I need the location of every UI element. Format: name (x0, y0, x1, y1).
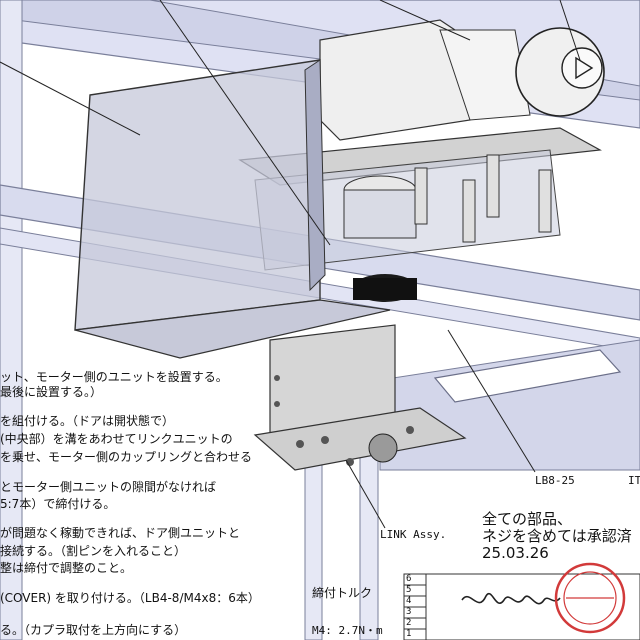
screw-b (274, 401, 280, 407)
bolt-1 (414, 167, 428, 225)
link-base-hole (368, 433, 398, 463)
screw-f (406, 426, 414, 434)
revision-mark: 5 (406, 585, 412, 595)
instruction-line: が問題なく稼動できれば、ドア側ユニットと (0, 526, 241, 540)
link-base-plate (253, 407, 467, 471)
screw-c (321, 436, 329, 444)
screw-e (296, 440, 304, 448)
approval-stamp (554, 562, 626, 634)
approval-note-line2: ネジを含めては承認済 (482, 527, 632, 545)
instruction-line: 接続する。（割ピンを入れること） (0, 544, 187, 558)
revision-mark: 4 (406, 596, 412, 606)
instruction-line: 整は締付で調整のこと。 (0, 561, 133, 575)
signature (461, 592, 561, 605)
leader-line-link (345, 459, 386, 529)
instruction-line: ット、モーター側のユニットを設置する。 (0, 370, 228, 384)
revision-mark: 6 (406, 574, 412, 584)
slot-opening (433, 349, 622, 403)
coupling-black-body (353, 278, 417, 300)
torque-m4: M4: 2.7N・m (312, 624, 383, 637)
instruction-line: を組付ける。（ドアは開状態で） (0, 414, 175, 428)
leader-line-2 (0, 61, 141, 136)
leader-line-1 (159, 0, 331, 246)
leader-line-lb8 (447, 329, 536, 473)
revision-mark: 3 (406, 607, 412, 617)
bolt-3 (486, 154, 500, 218)
motor-cap-inner (561, 47, 603, 89)
screw-a (274, 375, 280, 381)
title-block (403, 573, 640, 640)
instruction-line: (COVER) を取り付ける。（LB4-8/M4x8：6本） (0, 591, 260, 605)
frame-post-center (304, 439, 323, 640)
leader-line-3 (379, 0, 471, 41)
cover-panel-bottom (74, 299, 391, 359)
cover-panel-front (74, 59, 321, 331)
frame-left-post (0, 0, 23, 640)
torque-title: 締付トルク (312, 586, 373, 600)
instruction-line: とモーター側ユニットの隙間がなければ (0, 480, 217, 494)
approval-note-date: 25.03.26 (482, 544, 549, 562)
coupling-body (343, 189, 417, 239)
instruction-line: を乗せ、モーター側のカップリングと合わせる (0, 450, 253, 464)
revision-column: 6 5 4 3 2 1 (406, 574, 411, 640)
instruction-line: 5:7本）で締付ける。 (0, 497, 116, 511)
frame-post-right (359, 439, 379, 640)
instruction-line: 最後に設置する。） (0, 385, 103, 399)
bolt-2 (462, 179, 476, 243)
callout-link-assy: LINK Assy. (380, 528, 447, 541)
play-icon (575, 56, 594, 80)
callout-it: IT (628, 474, 640, 487)
gearbox (439, 29, 531, 121)
revision-mark: 1 (406, 629, 412, 639)
cover-panel-side (304, 59, 326, 292)
instruction-line: る。（カプラ取付を上方向にする） (0, 623, 187, 637)
callout-lb8-25: LB8-25 (535, 474, 575, 487)
approval-note-line1: 全ての部品、 (482, 510, 573, 528)
bolt-4 (538, 169, 552, 233)
leader-line-4 (559, 0, 581, 61)
instruction-line: (中央部）を溝をあわせてリンクユニットの (0, 432, 233, 446)
revision-mark: 2 (406, 618, 412, 628)
